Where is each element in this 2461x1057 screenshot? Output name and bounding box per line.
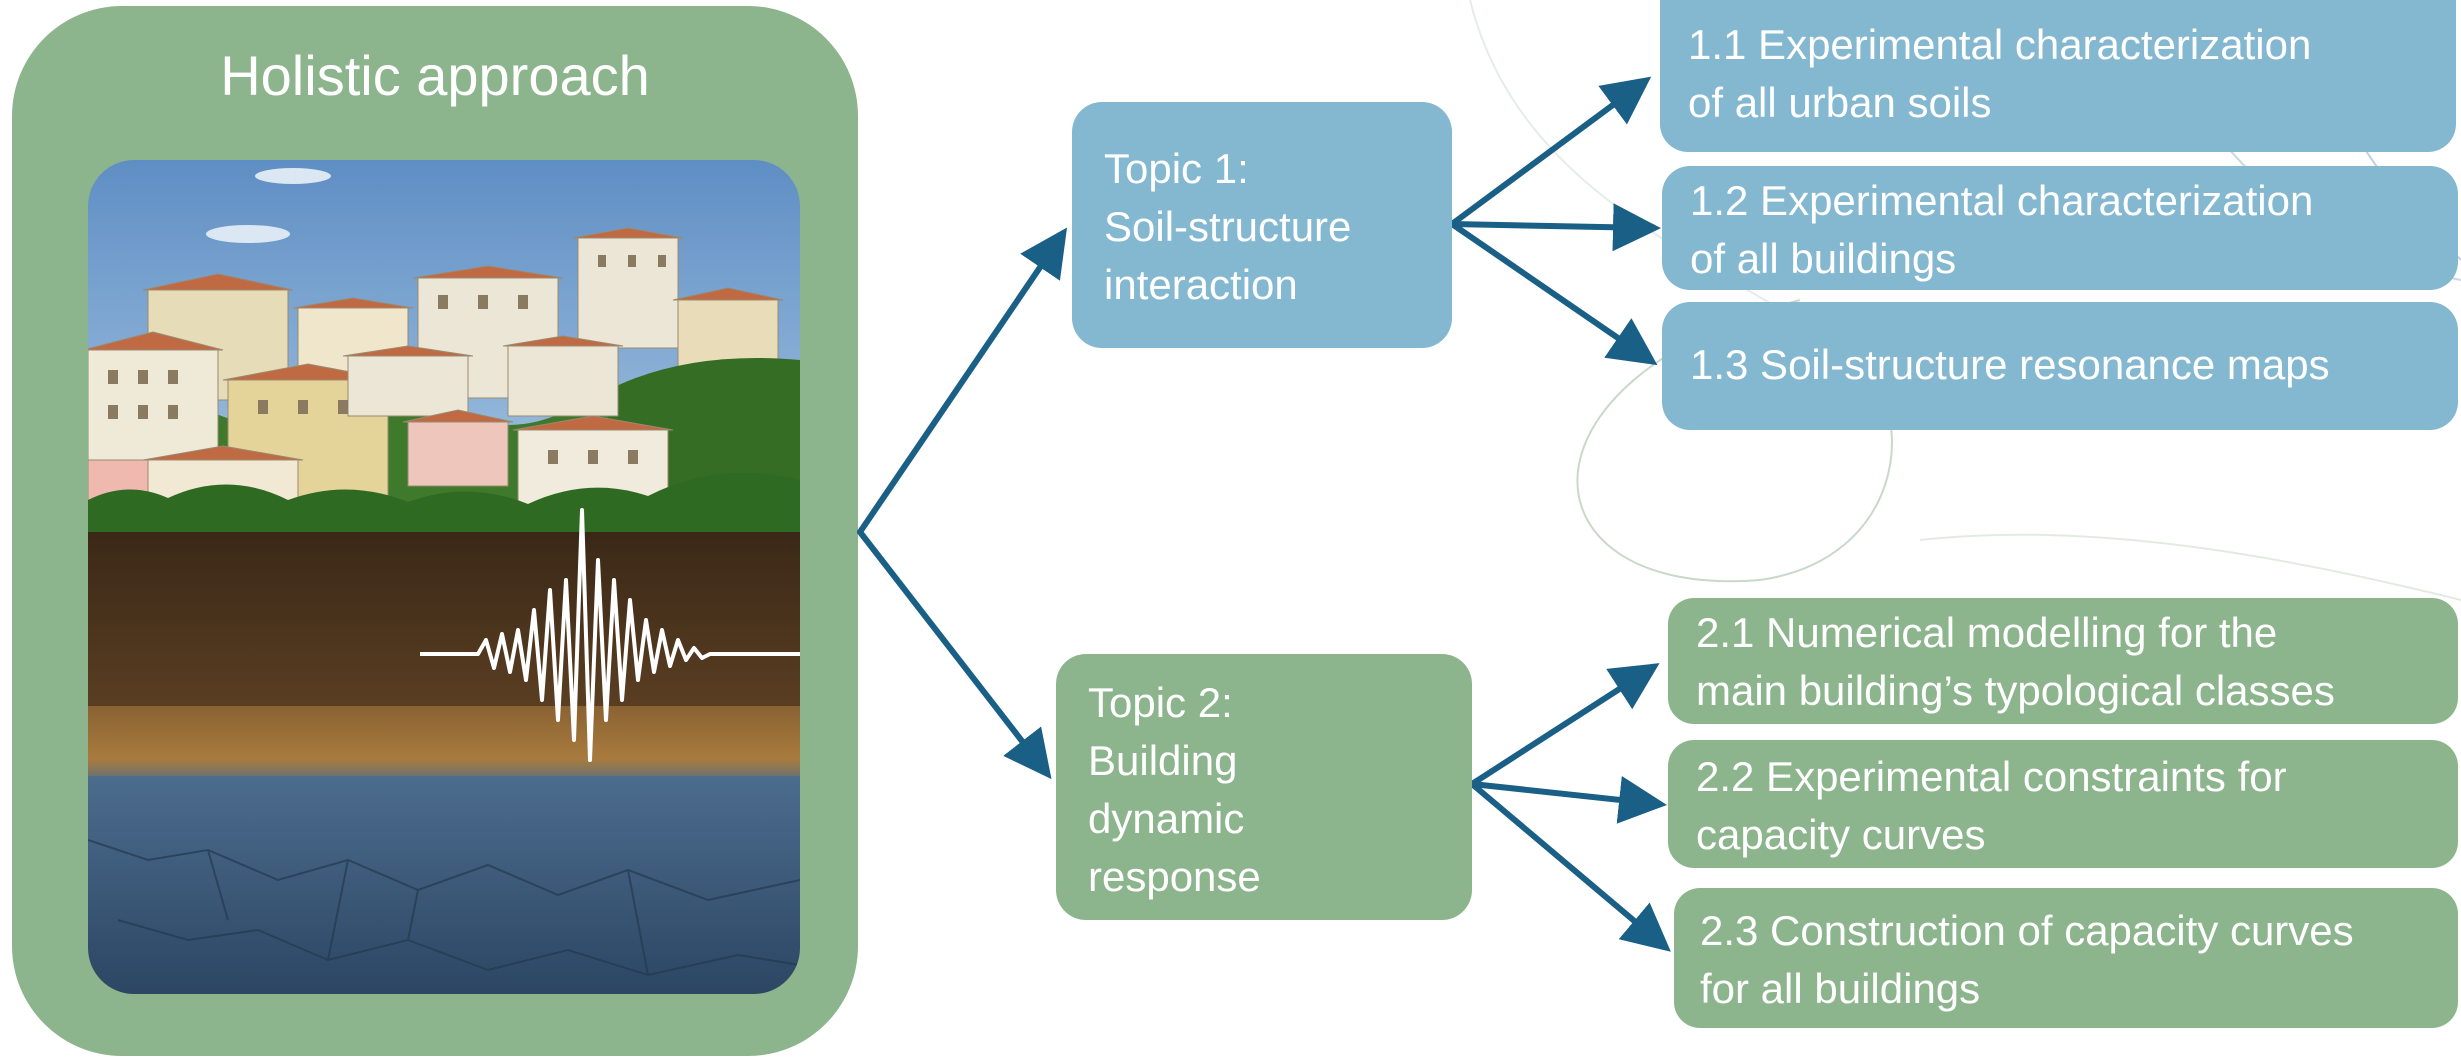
- topic2-title-line1: Building: [1088, 737, 1238, 784]
- topic1-title-line1: Soil-structure: [1104, 203, 1352, 250]
- subtopic-1-3-line1: 1.3 Soil-structure resonance maps: [1690, 341, 2330, 388]
- subtopic-2-2-box: 2.2 Experimental constraints for capacit…: [1668, 740, 2458, 868]
- subtopic-1-2-line2: of all buildings: [1690, 235, 1957, 282]
- topic2-title-line3: response: [1088, 853, 1261, 900]
- holistic-approach-panel: Holistic approach: [12, 6, 858, 1056]
- subtopic-2-3-box: 2.3 Construction of capacity curves for …: [1674, 888, 2458, 1028]
- topic1-box: Topic 1: Soil-structure interaction: [1072, 102, 1452, 348]
- subtopic-1-1-line1: 1.1 Experimental characterization: [1688, 21, 2312, 68]
- subtopic-2-3-line1: 2.3 Construction of capacity curves: [1700, 907, 2354, 954]
- panel-title: Holistic approach: [220, 44, 650, 107]
- subtopic-1-2-line1: 1.2 Experimental characterization: [1690, 177, 2314, 224]
- topic1-title-line2: interaction: [1104, 261, 1298, 308]
- topic1-label: Topic 1:: [1104, 145, 1249, 192]
- topic2-box: Topic 2: Building dynamic response: [1056, 654, 1472, 920]
- subtopic-1-1-box: 1.1 Experimental characterization of all…: [1660, 0, 2456, 152]
- subtopic-1-2-box: 1.2 Experimental characterization of all…: [1662, 166, 2458, 290]
- subtopic-1-1-line2: of all urban soils: [1688, 79, 1992, 126]
- subtopic-2-2-line1: 2.2 Experimental constraints for: [1696, 753, 2287, 800]
- topic2-title-line2: dynamic: [1088, 795, 1245, 842]
- subtopic-1-3-box: 1.3 Soil-structure resonance maps: [1662, 302, 2458, 430]
- subtopic-2-1-line1: 2.1 Numerical modelling for the: [1696, 609, 2278, 656]
- topic2-label: Topic 2:: [1088, 679, 1233, 726]
- subtopic-2-1-line2: main building’s typological classes: [1696, 667, 2335, 714]
- subtopic-2-1-box: 2.1 Numerical modelling for the main bui…: [1668, 598, 2458, 724]
- town-soil-illustration: [88, 160, 800, 994]
- subtopic-2-3-line2: for all buildings: [1700, 965, 1981, 1012]
- subtopic-2-2-line2: capacity curves: [1696, 811, 1986, 858]
